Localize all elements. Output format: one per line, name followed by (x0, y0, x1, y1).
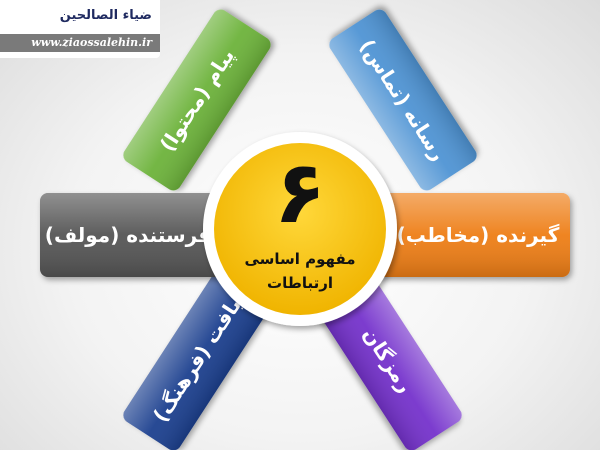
watermark-url-bar (0, 34, 160, 52)
petal-sender-label: فرستنده (مولف) (45, 223, 211, 247)
center-title-line1: مفهوم اساسی (244, 250, 355, 268)
center-circle (214, 143, 386, 315)
petal-code: رمزگان (314, 269, 462, 450)
petal-media: رسانه (تماس) (329, 9, 477, 191)
center-number: ۶ (274, 143, 327, 243)
center-hub: ۶ مفهوم اساسی ارتباطات (203, 132, 397, 326)
watermark-logo: ضیاء الصالحین www.ziaossalehin.ir (0, 0, 160, 58)
petal-message: پیام (محتوا) (123, 9, 271, 191)
center-title-line2: ارتباطات (267, 274, 333, 292)
petal-sender: فرستنده (مولف) (40, 193, 238, 277)
watermark-logo-text: ضیاء الصالحین (59, 8, 152, 23)
watermark-url: www.ziaossalehin.ir (31, 36, 152, 49)
petal-receiver: گیرنده (مخاطب) (372, 193, 570, 277)
petal-receiver-label: گیرنده (مخاطب) (397, 223, 560, 247)
